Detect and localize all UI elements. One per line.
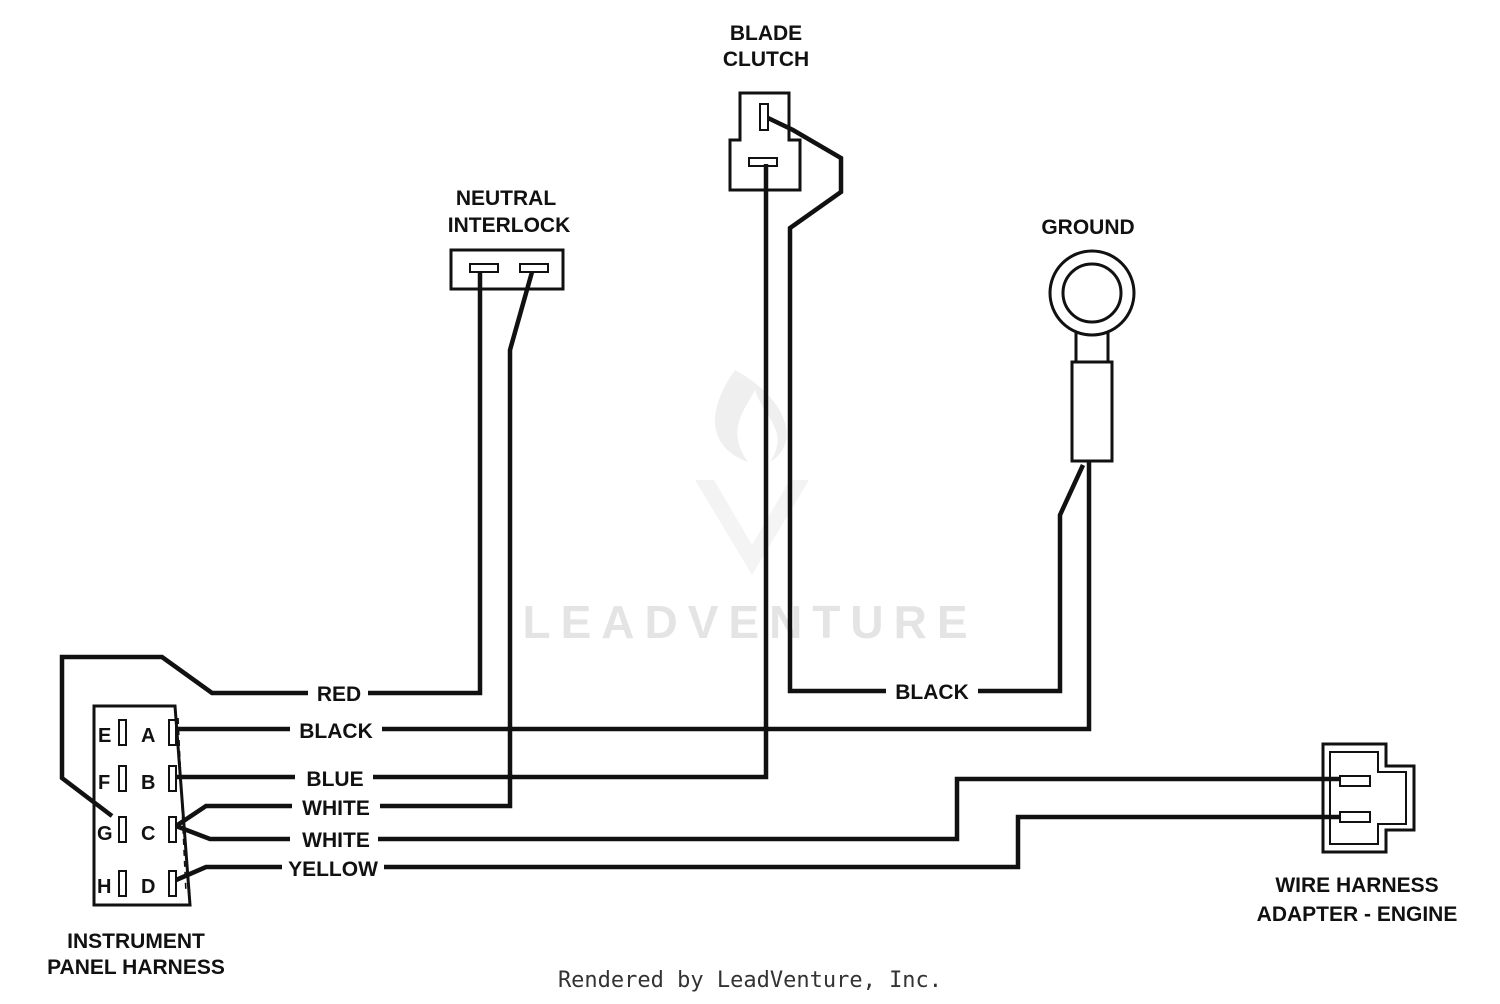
wire-harness-label-line2: ADAPTER - ENGINE: [1257, 903, 1458, 926]
black-ground-wire-label: BLACK: [895, 681, 969, 704]
pin-a-label: A: [141, 725, 155, 747]
blue-wire-label: BLUE: [306, 768, 363, 791]
pin-h-label: H: [97, 876, 111, 898]
pin-b-label: B: [141, 772, 155, 794]
ground-terminal: [1048, 249, 1136, 463]
wire-harness-adapter-connector: [1321, 742, 1416, 854]
pin-c-label: C: [141, 823, 155, 845]
black-ground-wire: [767, 115, 1086, 694]
footer-credit: Rendered by LeadVenture, Inc.: [557, 968, 943, 993]
black-wire-a-label: BLACK: [299, 720, 373, 743]
instrument-panel-harness-connector: [92, 704, 192, 907]
pin-f-label: F: [98, 772, 110, 794]
red-wire: [59, 272, 483, 818]
pin-g-label: G: [97, 823, 113, 845]
blue-wire: [176, 164, 769, 780]
watermark-logo: [695, 370, 809, 575]
neutral-interlock-label-line1: NEUTRAL: [456, 187, 556, 210]
white-wire-2: [175, 776, 1340, 842]
yellow-wire-label: YELLOW: [288, 858, 378, 881]
pin-d-label: D: [141, 876, 155, 898]
neutral-interlock-label-line2: INTERLOCK: [448, 214, 571, 237]
yellow-wire: [175, 814, 1340, 883]
blade-clutch-connector: [728, 91, 802, 192]
blade-clutch-label-line1: BLADE: [730, 22, 802, 45]
neutral-interlock-connector: [449, 248, 565, 291]
black-wire-a: [176, 461, 1092, 732]
white-wire-1: [174, 271, 535, 828]
white-wire-1-label: WHITE: [302, 797, 370, 820]
pin-e-label: E: [98, 725, 111, 747]
blade-clutch-label-line2: CLUTCH: [723, 48, 809, 71]
white-wire-2-label: WHITE: [302, 829, 370, 852]
red-wire-label: RED: [317, 683, 361, 706]
ground-label: GROUND: [1041, 216, 1134, 239]
watermark-text: LEADVENTURE: [522, 596, 977, 648]
instrument-panel-label-line1: INSTRUMENT: [67, 930, 205, 953]
wire-harness-label-line1: WIRE HARNESS: [1275, 874, 1438, 897]
instrument-panel-label-line2: PANEL HARNESS: [47, 956, 225, 979]
